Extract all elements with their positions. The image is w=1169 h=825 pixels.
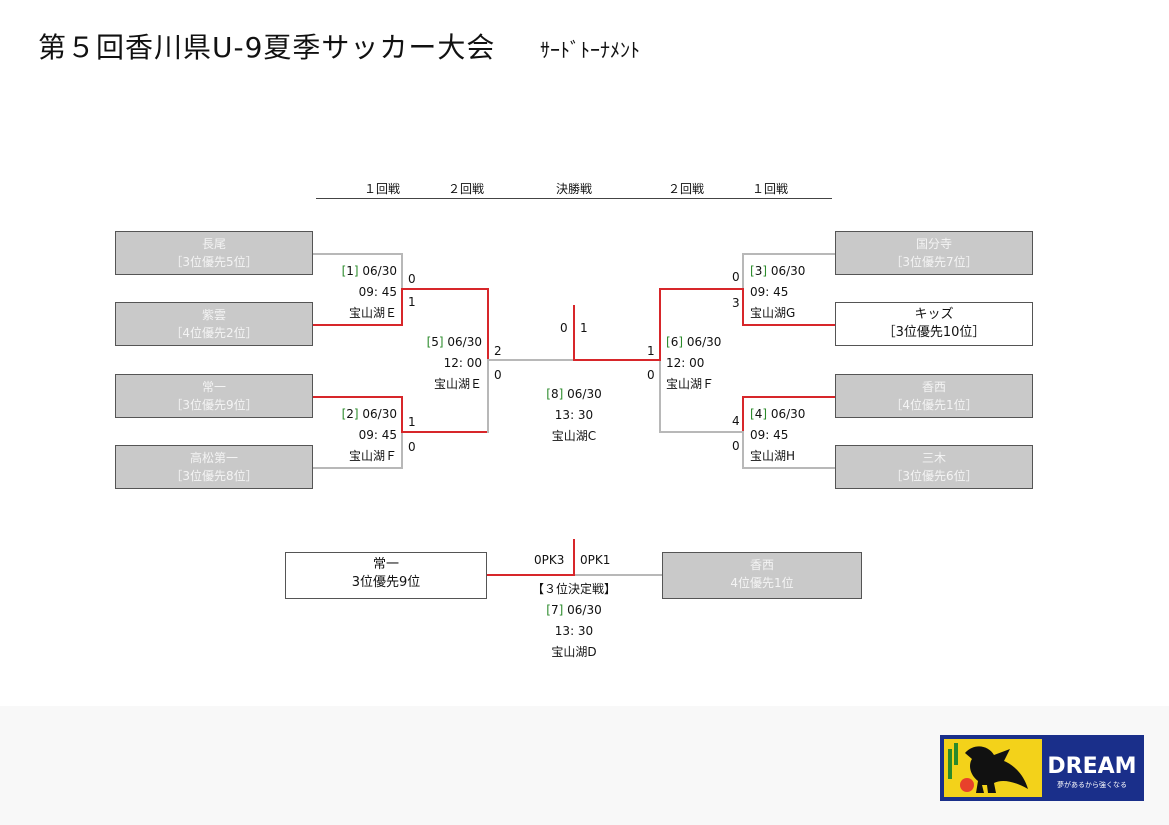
bracket-line bbox=[575, 574, 662, 576]
team-rank: ［4位優先2位］ bbox=[170, 326, 258, 340]
third-score-right: 0PK1 bbox=[580, 553, 611, 567]
bracket-line bbox=[487, 361, 489, 433]
bracket-line bbox=[659, 431, 744, 433]
round-header-final: 決勝戦 bbox=[555, 182, 592, 196]
bracket-line bbox=[401, 289, 403, 326]
team-name: キッズ bbox=[914, 307, 954, 322]
match-4-info: [4] 06/30 09: 45 宝山湖H bbox=[750, 407, 806, 463]
final-score-left: 0 bbox=[560, 321, 568, 335]
team-rank: 3位優先9位 bbox=[351, 575, 421, 590]
match-4-score-bottom: 0 bbox=[732, 439, 740, 453]
team-rank: ［3位優先10位］ bbox=[882, 325, 986, 340]
match-5-score-top: 2 bbox=[494, 344, 502, 358]
bracket-line bbox=[659, 288, 744, 290]
match-6-score-bottom: 0 bbox=[647, 368, 655, 382]
bracket-line bbox=[742, 324, 835, 326]
team-box-shiun: 紫雲 ［4位優先2位］ bbox=[115, 302, 313, 346]
match-3-info: [3] 06/30 09: 45 宝山湖G bbox=[750, 264, 806, 320]
team-rank: ［3位優先7位］ bbox=[890, 255, 978, 269]
bracket-line bbox=[659, 288, 661, 361]
team-box-kids: キッズ ［3位優先10位］ bbox=[835, 302, 1033, 346]
bracket-line bbox=[401, 288, 489, 290]
match-5-info: [5] 06/30 12: 00 宝山湖Ｅ bbox=[426, 335, 482, 391]
bracket-line bbox=[401, 433, 403, 469]
bracket-line bbox=[742, 253, 835, 255]
bracket-line bbox=[742, 467, 835, 469]
team-box-miki: 三木 ［3位優先6位］ bbox=[835, 445, 1033, 489]
bracket-line bbox=[313, 396, 403, 398]
bracket-line bbox=[573, 539, 575, 576]
bracket-line bbox=[742, 253, 744, 289]
bracket-line bbox=[401, 253, 403, 289]
match-4-score-top: 4 bbox=[732, 414, 740, 428]
match-6-info: [6] 06/30 12: 00 宝山湖Ｆ bbox=[666, 335, 722, 391]
team-name: 国分寺 bbox=[915, 237, 952, 251]
bracket-line bbox=[574, 359, 661, 361]
match-1-score-bottom: 1 bbox=[408, 295, 416, 309]
team-box-joichi: 常一 ［3位優先9位］ bbox=[115, 374, 313, 418]
round-header-left-r1: １回戦 bbox=[363, 182, 400, 196]
match-3-score-top: 0 bbox=[732, 270, 740, 284]
page-title: 第５回香川県U-9夏季サッカー大会 bbox=[38, 31, 496, 64]
header-rule bbox=[316, 198, 832, 199]
team-box-kozai: 香西 ［4位優先1位］ bbox=[835, 374, 1033, 418]
team-name: 香西 bbox=[749, 558, 774, 572]
bracket-line bbox=[401, 396, 403, 433]
bracket-line bbox=[573, 305, 575, 361]
jfa-dream-logo: DREAM 夢があるから強くなる bbox=[940, 735, 1144, 801]
round-header-right-r1: １回戦 bbox=[751, 182, 788, 196]
match-1-info: [1] 06/30 09: 45 宝山湖Ｅ bbox=[341, 264, 397, 320]
bracket-line bbox=[313, 467, 403, 469]
round-header-left-r2: ２回戦 bbox=[447, 182, 484, 196]
team-box-third-left: 常一 3位優先9位 bbox=[285, 552, 487, 599]
match-7-info: 【３位決定戦】 [7] 06/30 13: 30 宝山湖D bbox=[514, 579, 634, 663]
team-rank: ［3位優先9位］ bbox=[170, 398, 258, 412]
team-name: 長尾 bbox=[201, 237, 226, 251]
page-subtitle: ｻｰﾄﾞﾄｰﾅﾒﾝﾄ bbox=[540, 38, 640, 62]
logo-tagline: 夢があるから強くなる bbox=[1057, 780, 1127, 789]
team-name: 常一 bbox=[372, 557, 399, 572]
match-1-score-top: 0 bbox=[408, 272, 416, 286]
team-rank: ［3位優先8位］ bbox=[170, 469, 258, 483]
bracket-line bbox=[659, 361, 661, 433]
third-place-label: 【３位決定戦】 bbox=[531, 582, 616, 596]
match-5-score-bottom: 0 bbox=[494, 368, 502, 382]
team-rank: ［3位優先5位］ bbox=[170, 255, 258, 269]
team-name: 香西 bbox=[921, 380, 946, 394]
logo-text: DREAM bbox=[1047, 754, 1136, 779]
match-2-score-top: 1 bbox=[408, 415, 416, 429]
bracket-line bbox=[313, 253, 403, 255]
match-3-score-bottom: 3 bbox=[732, 296, 740, 310]
match-2-score-bottom: 0 bbox=[408, 440, 416, 454]
team-rank: ［4位優先1位］ bbox=[890, 398, 978, 412]
bracket-line bbox=[313, 324, 403, 326]
bracket-line bbox=[742, 433, 744, 469]
bracket-line bbox=[487, 574, 575, 576]
team-box-nagao: 長尾 ［3位優先5位］ bbox=[115, 231, 313, 275]
team-rank: ［3位優先6位］ bbox=[890, 469, 978, 483]
match-2-info: [2] 06/30 09: 45 宝山湖Ｆ bbox=[341, 407, 397, 463]
match-6-score-top: 1 bbox=[647, 344, 655, 358]
bracket-line bbox=[742, 396, 835, 398]
team-box-takamatsu-daiichi: 高松第一 ［3位優先8位］ bbox=[115, 445, 313, 489]
team-name: 常一 bbox=[201, 380, 226, 394]
bracket-line bbox=[742, 396, 744, 433]
third-score-left: 0PK3 bbox=[534, 553, 565, 567]
team-name: 紫雲 bbox=[201, 308, 226, 322]
team-box-kokubunji: 国分寺 ［3位優先7位］ bbox=[835, 231, 1033, 275]
bracket-line bbox=[401, 431, 489, 433]
round-header-right-r2: ２回戦 bbox=[667, 182, 704, 196]
bracket-line bbox=[487, 288, 489, 361]
team-name: 三木 bbox=[921, 451, 946, 465]
final-score-right: 1 bbox=[580, 321, 588, 335]
team-name: 高松第一 bbox=[189, 451, 238, 465]
match-8-info: [8] 06/30 13: 30 宝山湖C bbox=[546, 387, 602, 443]
team-box-third-right: 香西 4位優先1位 bbox=[662, 552, 862, 599]
bracket-line bbox=[742, 289, 744, 326]
bracket-line bbox=[487, 359, 574, 361]
team-rank: 4位優先1位 bbox=[730, 576, 794, 590]
